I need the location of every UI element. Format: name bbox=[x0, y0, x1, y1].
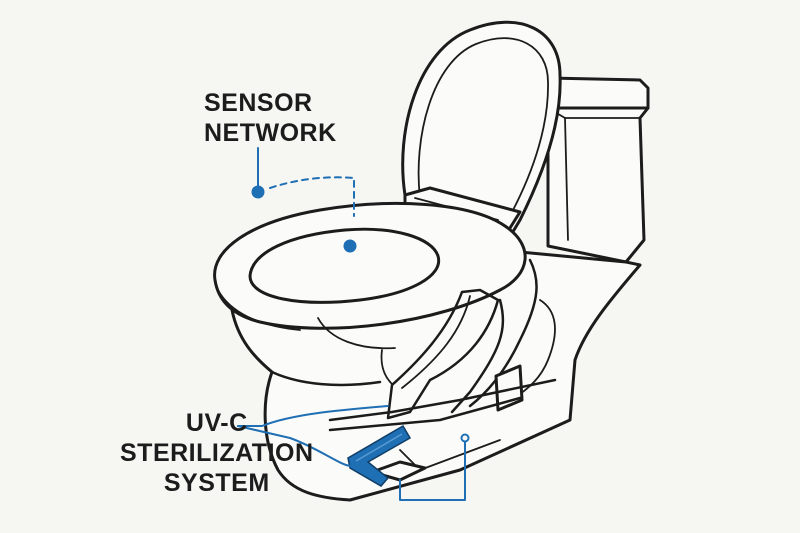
uvc-dot-base bbox=[460, 433, 470, 443]
sensor-dot-bowl bbox=[343, 239, 357, 253]
sensor-leader bbox=[251, 147, 357, 253]
uvc-sterilization-label: UV-C STERILIZATION SYSTEM bbox=[120, 408, 314, 498]
sensor-network-label: SENSOR NETWORK bbox=[204, 88, 337, 148]
sensor-network-label-line2: NETWORK bbox=[204, 119, 337, 147]
toilet-lid bbox=[401, 20, 562, 247]
uvc-leader bbox=[237, 405, 470, 501]
uvc-label-line3: SYSTEM bbox=[163, 469, 270, 497]
uvc-bar bbox=[347, 424, 412, 487]
uvc-label-line2: STERILIZATION bbox=[120, 439, 314, 467]
tank bbox=[546, 76, 650, 264]
seat-rim bbox=[213, 201, 527, 331]
uvc-label-line1: UV-C bbox=[185, 409, 248, 437]
sensor-network-label-line1: SENSOR bbox=[204, 89, 313, 117]
sensor-dot-left bbox=[251, 185, 265, 199]
